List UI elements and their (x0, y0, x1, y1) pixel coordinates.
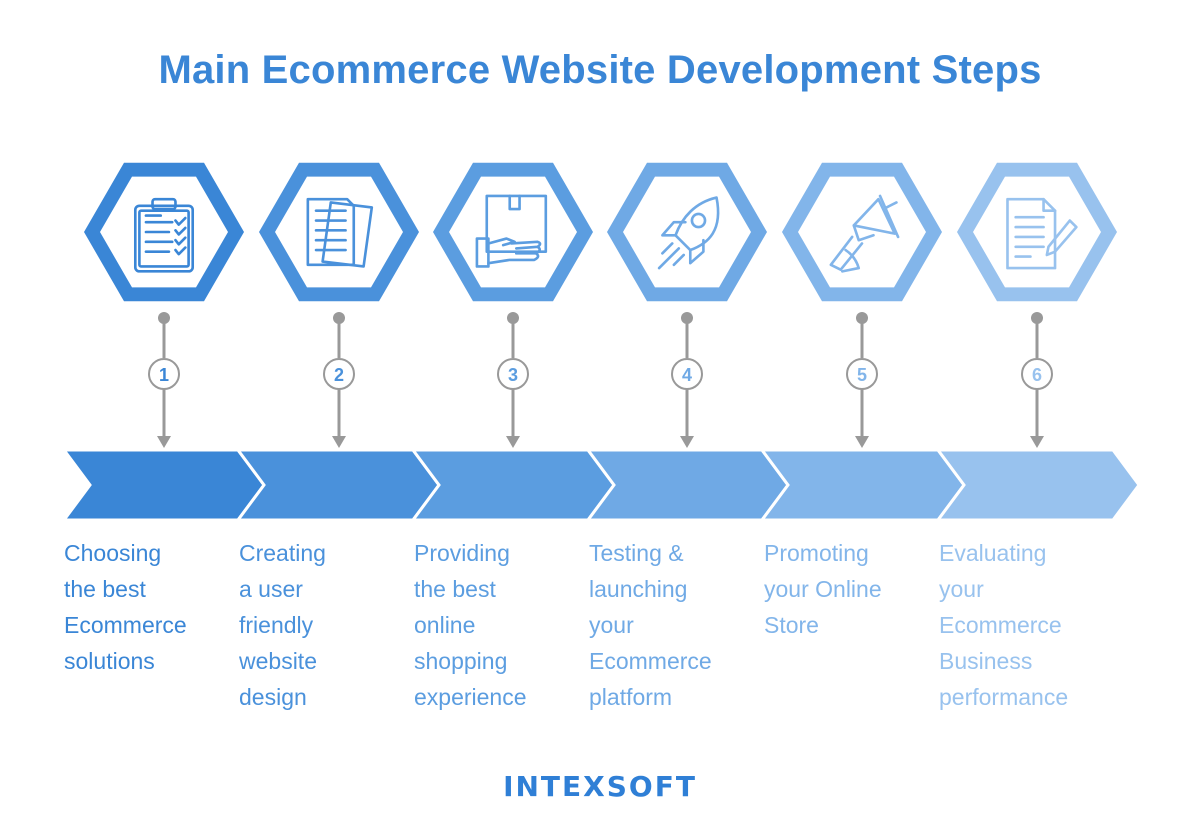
arrow-head (157, 436, 171, 448)
step-number: 1 (159, 365, 169, 385)
step-label-3: Providing the best online shopping exper… (414, 540, 527, 710)
step-number: 3 (508, 365, 518, 385)
arrow-head (506, 436, 520, 448)
chevron-step-5 (759, 448, 966, 522)
arrow-head (855, 436, 869, 448)
step-label-5: Promoting your Online Store (764, 540, 882, 638)
arrow-head (1030, 436, 1044, 448)
chevron-step-2 (235, 448, 441, 522)
chevron-step-1 (61, 448, 266, 522)
step-number: 6 (1032, 365, 1042, 385)
arrow-head (680, 436, 694, 448)
step-number: 4 (682, 365, 692, 385)
step-label-1: Choosing the best Ecommerce solutions (64, 540, 187, 674)
chevron-step-4 (585, 448, 790, 522)
step-number: 5 (857, 365, 867, 385)
megaphone-icon (829, 194, 900, 273)
step-label-4: Testing & launching your Ecommerce platf… (589, 540, 712, 710)
step-label-6: Evaluating your Ecommerce Business perfo… (939, 540, 1069, 710)
hexagon-inner-6 (973, 176, 1101, 288)
chevron-step-3 (410, 448, 616, 522)
clipboard-checklist-icon (133, 197, 195, 273)
hand-box-icon (475, 194, 548, 268)
document-pen-icon (1006, 197, 1078, 270)
arrow-head (332, 436, 346, 448)
hexagon-inner-4 (623, 176, 751, 288)
step-label-2: Creating a user friendly website design (239, 540, 326, 710)
step-number: 2 (334, 365, 344, 385)
chevron-step-6 (935, 448, 1141, 522)
documents-icon (306, 197, 374, 268)
rocket-icon (657, 196, 720, 270)
brand-logo: INTEXSOFT (503, 770, 697, 803)
page-title: Main Ecommerce Website Development Steps (158, 48, 1042, 92)
